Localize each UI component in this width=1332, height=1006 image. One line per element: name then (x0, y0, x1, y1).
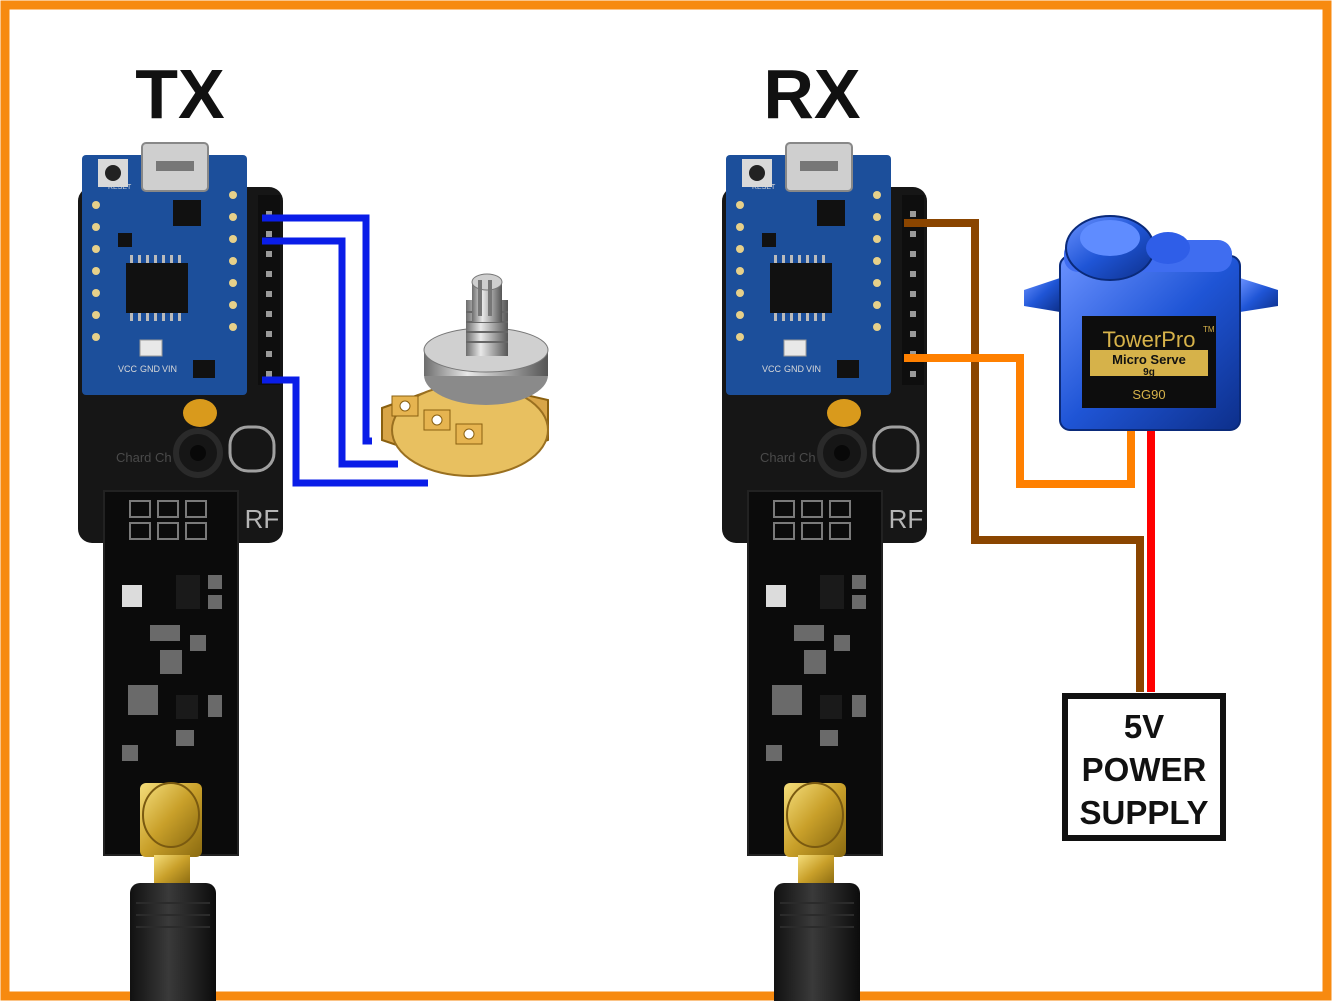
servo-signal-wire (904, 354, 1135, 488)
servo-motor: TowerPro TM Micro Serve 9g SG90 (1024, 215, 1278, 431)
power-supply-line-1: 5V (1124, 708, 1164, 745)
rx-board-logo: Chard Ch (760, 450, 816, 465)
servo-line2: Micro Serve (1112, 352, 1186, 367)
tx-wire-1 (262, 214, 372, 445)
tx-reset-label: RESET (108, 184, 132, 191)
rx-servo-wires (904, 219, 1155, 692)
tx-pin-label-vcc: VCC (118, 364, 138, 374)
tx-rf-label: RF (245, 504, 280, 534)
power-supply-box (1062, 693, 1226, 841)
tx-board-logo: Chard Ch (116, 450, 172, 465)
servo-tm: TM (1203, 325, 1215, 334)
servo-ground-wire (904, 219, 1144, 692)
tx-pin-label-gnd: GND (140, 364, 161, 374)
rx-title: RX (763, 55, 861, 133)
tx-wire-3 (262, 376, 428, 487)
power-supply-line-2: POWER (1082, 751, 1207, 788)
rx-board: RF VCC GND VIN RESET Chard Ch (722, 143, 927, 1001)
tx-wire-2 (262, 237, 398, 468)
servo-model: SG90 (1132, 387, 1165, 402)
tx-potentiometer-wires (262, 214, 428, 487)
tx-title: TX (135, 55, 225, 133)
potentiometer (381, 273, 549, 477)
power-supply: 5V POWER SUPPLY (1062, 693, 1226, 841)
tx-board: RF VCC GND VIN RESET Chard Ch (78, 143, 283, 1001)
rx-pin-label-gnd: GND (784, 364, 805, 374)
power-supply-line-3: SUPPLY (1079, 794, 1208, 831)
servo-brand: TowerPro (1103, 327, 1196, 352)
tx-pin-label-vin: VIN (162, 364, 177, 374)
servo-line3: 9g (1143, 367, 1155, 378)
rx-pin-label-vcc: VCC (762, 364, 782, 374)
rx-pin-label-vin: VIN (806, 364, 821, 374)
rx-reset-label: RESET (752, 184, 776, 191)
rx-rf-label: RF (889, 504, 924, 534)
